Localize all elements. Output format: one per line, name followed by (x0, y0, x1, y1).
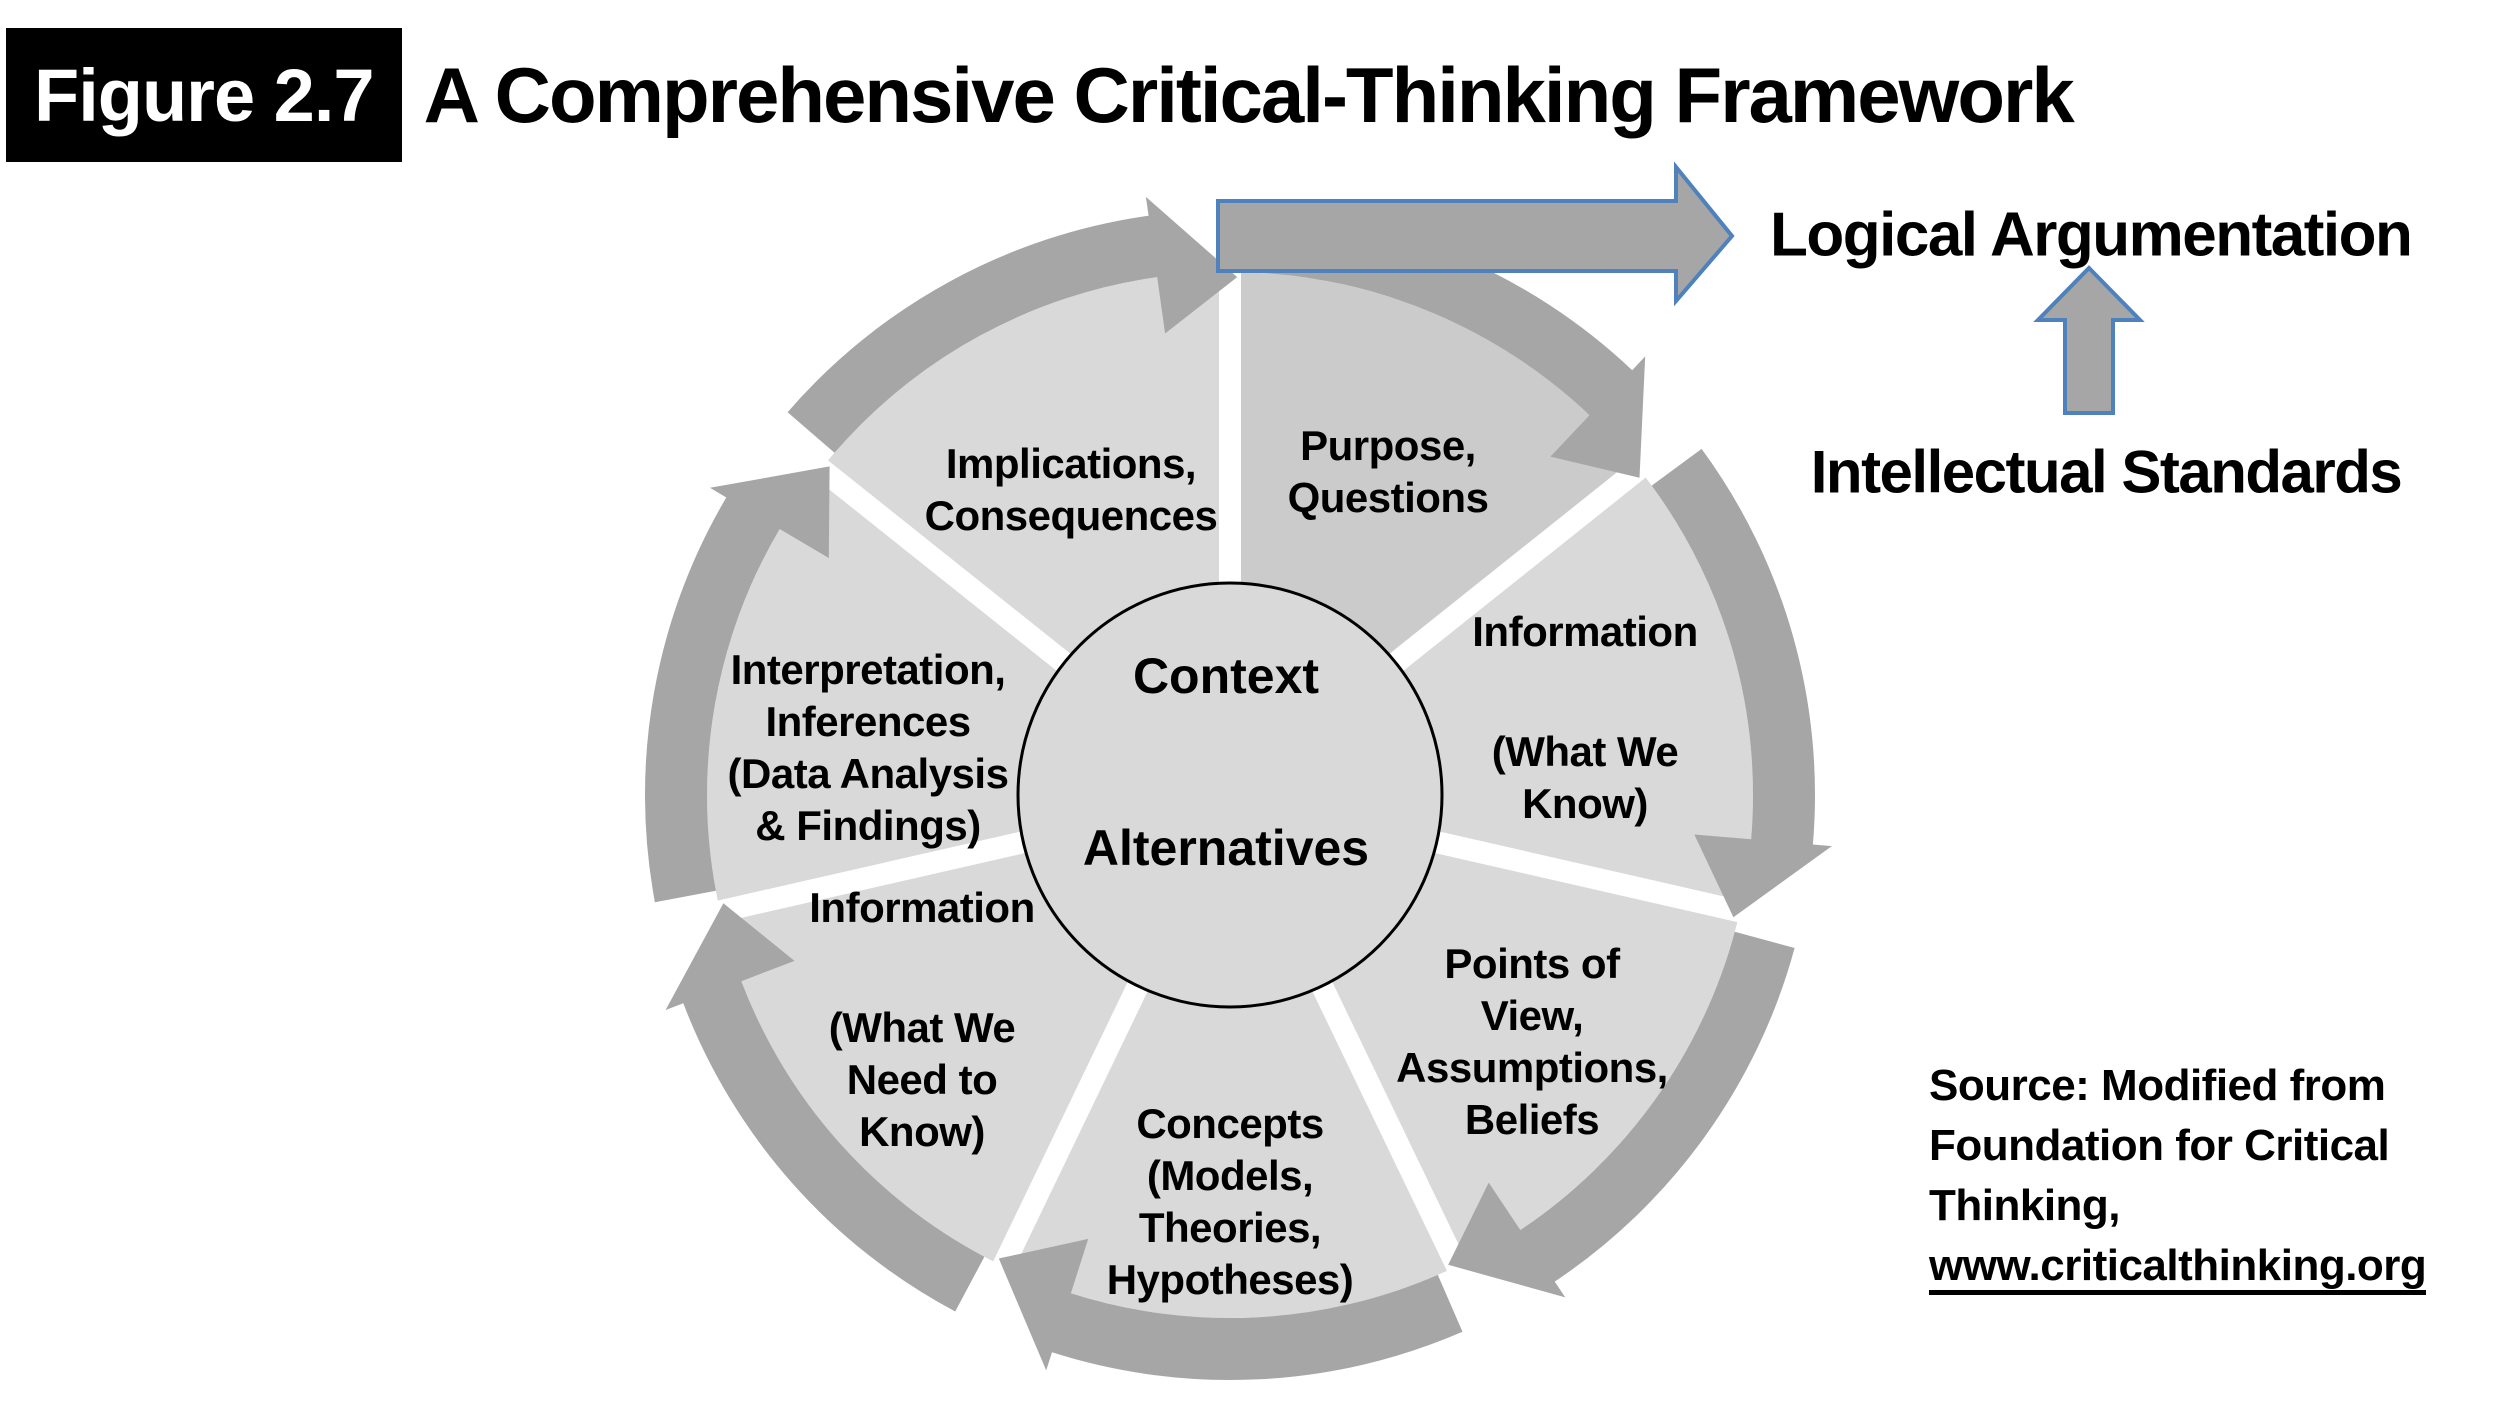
hub-label: Context Alternatives (1083, 595, 1369, 929)
cycle-arrow-ring (644, 196, 1832, 1381)
wedge-gap-line (954, 970, 1154, 1352)
cycle-arrow-segment (787, 196, 1238, 453)
wedge-gap-line (630, 828, 1038, 942)
source-note: Source: Modified from Foundation for Cri… (1929, 1056, 2427, 1296)
cycle-arrow-segment (1448, 931, 1795, 1298)
segment-label-concepts: Concepts (Models, Theories, Hypotheses) (1106, 1100, 1354, 1303)
segment-label-interpretation-inferences: Interpretation, Inferences (Data Analysi… (727, 646, 1009, 849)
intellectual-standards-arrow-icon (2033, 265, 2145, 415)
segment-label-information-what-we-know: Information (What We Know) (1472, 608, 1698, 827)
wedge-gap-line (1379, 404, 1716, 679)
source-line: Thinking, (1929, 1181, 2121, 1230)
wedge-gap-line (744, 404, 1081, 679)
segment-label-purpose-questions: Purpose, Questions (1287, 422, 1489, 521)
source-line: Foundation for Critical (1929, 1121, 2390, 1170)
logical-argumentation-arrow-icon (1216, 161, 1735, 307)
cycle-arrow-segment (1651, 448, 1832, 918)
segment-label-implications-consequences: Implications, Consequences (924, 440, 1218, 539)
segment-label-information-need-to-know: Information (What We Need to Know) (809, 884, 1035, 1155)
source-link[interactable]: www.criticalthinking.org (1929, 1242, 2427, 1295)
hub-alternatives-label: Alternatives (1082, 820, 1370, 876)
segment-label-points-of-view: Points of View, Assumptions, Beliefs (1396, 940, 1668, 1143)
figure-number-badge: Figure 2.7 (6, 28, 402, 162)
source-line: Source: Modified from (1929, 1061, 2386, 1110)
figure-number: Figure 2.7 (34, 53, 375, 137)
wedge-sector (1003, 795, 1457, 1318)
hub-circle (1016, 581, 1444, 1009)
logical-argumentation-label: Logical Argumentation (1770, 200, 2413, 270)
cycle-arrow-segment (644, 466, 830, 903)
cycle-arrow-segment (665, 903, 985, 1312)
wedge-gap-line (1306, 970, 1506, 1352)
wedge-gap-line (1422, 828, 1830, 942)
wedge-gaps (630, 183, 1830, 1352)
page-title: A Comprehensive Critical-Thinking Framew… (423, 50, 2075, 139)
intellectual-standards-label: Intellectual Standards (1810, 438, 2403, 506)
figure-header: Figure 2.7 A Comprehensive Critical-Thin… (6, 28, 2075, 162)
hub-context-label: Context (1132, 648, 1320, 704)
cycle-arrow-segment (1251, 210, 1646, 478)
cycle-arrow-segment (998, 1238, 1463, 1381)
